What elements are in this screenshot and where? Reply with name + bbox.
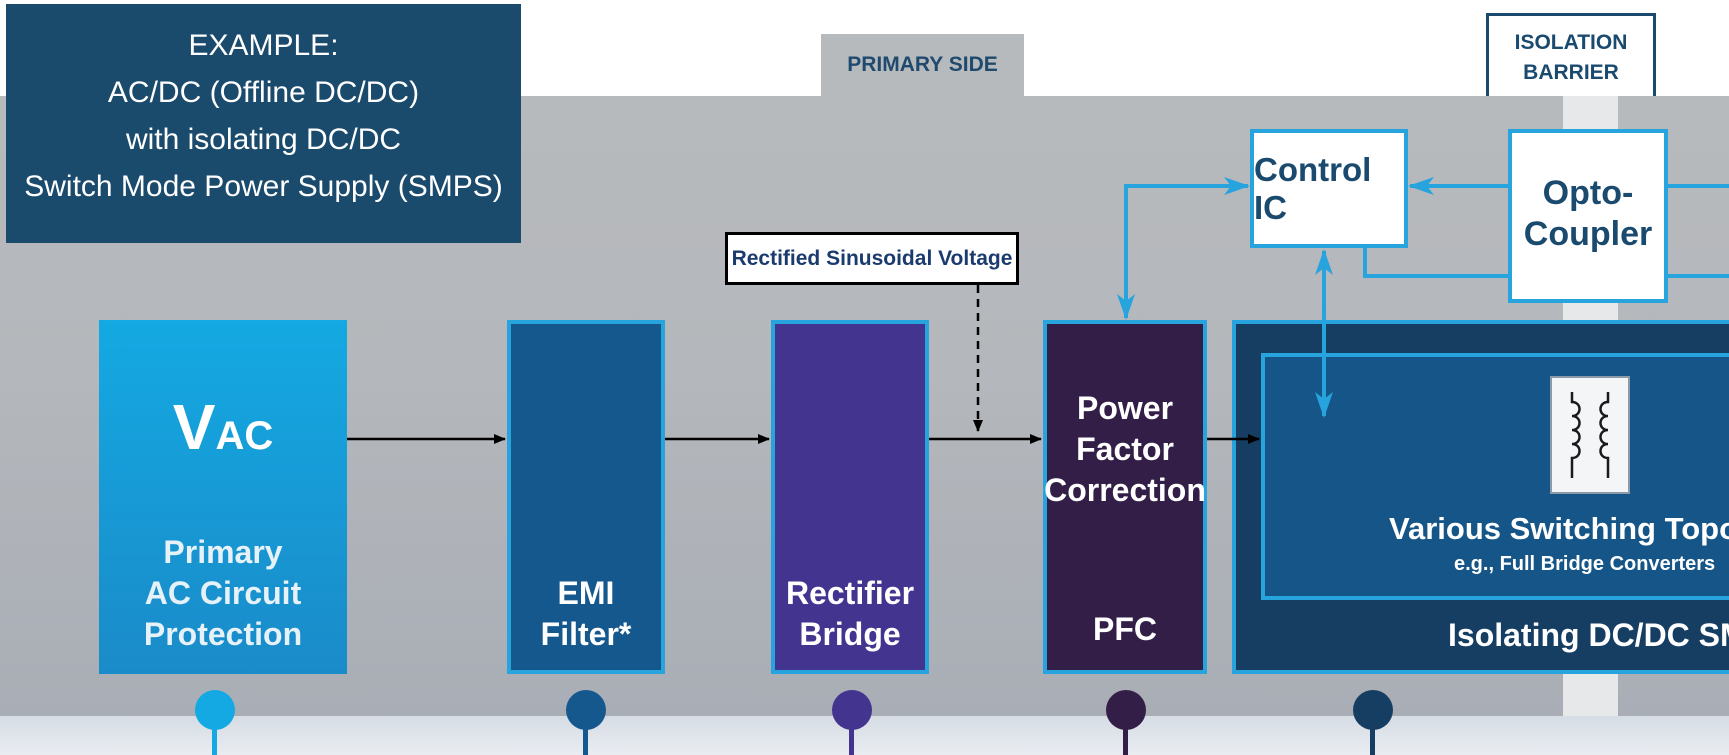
transformer-coils-icon	[1570, 392, 1610, 478]
emi-label: EMI Filter*	[507, 573, 665, 655]
rectifier-label-line2: Bridge	[799, 616, 901, 652]
primary-side-tab: PRIMARY SIDE	[821, 34, 1024, 96]
pin-pfc	[1106, 690, 1146, 730]
switching-topologies-box	[1261, 353, 1729, 600]
link-control-to-pfc	[1117, 184, 1246, 320]
example-line-2: AC/DC (Offline DC/DC)	[107, 76, 420, 109]
vac-label-line2: AC Circuit	[144, 575, 302, 611]
opto-line-2: Coupler	[1523, 215, 1653, 253]
vac-symbol-sub: AC	[215, 414, 274, 458]
smps-topologies-title: Various Switching Topologies	[1389, 511, 1729, 546]
example-line-4: Switch Mode Power Supply (SMPS)	[24, 170, 503, 203]
pfc-title-line1: Power	[1076, 390, 1174, 426]
rectifier-label-line1: Rectifier	[785, 575, 915, 611]
example-title-box: EXAMPLE: AC/DC (Offline DC/DC) with isol…	[6, 4, 521, 243]
pfc-title-line3: Correction	[1044, 472, 1206, 508]
opto-line-1: Opto-	[1542, 174, 1634, 212]
pin-line-smps	[1370, 715, 1375, 755]
primary-side-label: PRIMARY SIDE	[847, 53, 998, 76]
pin-smps	[1353, 690, 1393, 730]
example-line-3: with isolating DC/DC	[125, 123, 402, 156]
rectified-voltage-label: Rectified Sinusoidal Voltage	[725, 232, 1019, 285]
rectifier-bridge-block	[771, 320, 929, 674]
smps-label: Isolating DC/DC SMPS	[1448, 617, 1729, 653]
pfc-title: Power Factor Correction	[1043, 388, 1207, 511]
pfc-abbr: PFC	[1093, 611, 1157, 647]
pin-emi	[566, 690, 606, 730]
control-ic-box: Control IC	[1250, 129, 1408, 248]
emi-label-line2: Filter*	[540, 616, 632, 652]
example-line-1: EXAMPLE:	[188, 29, 339, 62]
vac-label-line1: Primary	[163, 534, 283, 570]
pin-line-vac	[212, 715, 217, 755]
vac-block	[99, 320, 347, 674]
emi-label-line1: EMI	[557, 575, 615, 611]
pin-line-emi	[583, 715, 588, 755]
rectifier-label: Rectifier Bridge	[771, 573, 929, 655]
pfc-title-line2: Factor	[1076, 431, 1174, 467]
isolation-barrier-line2: BARRIER	[1523, 61, 1619, 84]
control-ic-label: Control IC	[1254, 150, 1372, 226]
vac-symbol: VAC	[99, 392, 347, 471]
pfc-block	[1043, 320, 1207, 674]
transformer-icon	[1550, 376, 1630, 494]
vac-symbol-main: V	[172, 391, 216, 463]
vac-label: Primary AC Circuit Protection	[99, 532, 347, 655]
pin-vac	[195, 690, 235, 730]
opto-coupler-box: Opto- Coupler	[1508, 129, 1668, 303]
pin-line-rectifier	[849, 715, 854, 755]
link-control-bottom	[1363, 248, 1508, 278]
isolation-barrier-box: ISOLATION BARRIER	[1486, 13, 1656, 96]
pin-line-pfc	[1123, 715, 1128, 755]
rectified-voltage-text: Rectified Sinusoidal Voltage	[731, 246, 1013, 270]
smps-topologies-subtitle: e.g., Full Bridge Converters	[1454, 553, 1716, 575]
emi-filter-block	[507, 320, 665, 674]
vac-label-line3: Protection	[143, 616, 303, 652]
isolation-barrier-line1: ISOLATION	[1514, 31, 1628, 54]
pin-rectifier	[832, 690, 872, 730]
